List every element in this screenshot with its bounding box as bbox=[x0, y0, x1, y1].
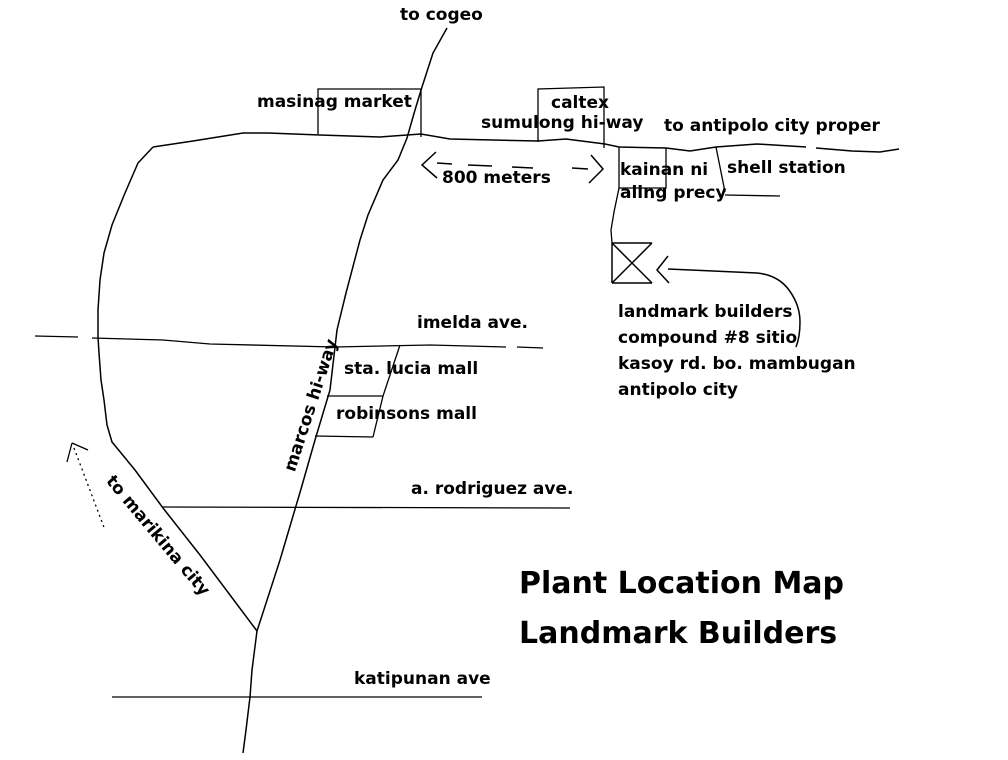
label-masinag-market: masinag market bbox=[257, 92, 412, 112]
road-sumulong-hiway-east bbox=[815, 147, 900, 153]
label-landmark-line1: landmark builders bbox=[618, 302, 793, 322]
marikina-arrow-shaft bbox=[73, 447, 106, 531]
label-imelda-ave: imelda ave. bbox=[417, 313, 528, 333]
label-kainan: kainan ni aling precy bbox=[620, 159, 727, 205]
label-distance: 800 meters bbox=[442, 168, 551, 188]
plant-site-marker bbox=[611, 242, 653, 284]
label-kainan-line2: aling precy bbox=[620, 183, 727, 203]
box-caltex bbox=[537, 86, 605, 148]
label-sta-lucia-mall: sta. lucia mall bbox=[344, 359, 479, 379]
label-to-cogeo: to cogeo bbox=[400, 5, 483, 25]
marikina-arrowhead bbox=[66, 442, 89, 463]
road-kasoy-connector bbox=[610, 187, 620, 244]
label-caltex: caltex bbox=[551, 93, 609, 113]
label-robinsons-mall: robinsons mall bbox=[336, 404, 477, 424]
label-katipunan-ave: katipunan ave bbox=[354, 669, 491, 689]
box-masinag-market bbox=[317, 88, 422, 137]
map-title-line2: Landmark Builders bbox=[519, 616, 838, 651]
map-title-line1: Plant Location Map bbox=[519, 566, 845, 601]
distance-arrow bbox=[420, 151, 605, 184]
label-sumulong-hiway: sumulong hi-way bbox=[481, 113, 644, 133]
label-shell-station: shell station bbox=[727, 158, 846, 178]
map-title: Plant Location Map Landmark Builders bbox=[519, 559, 844, 659]
plant-pointer-arrowhead bbox=[656, 255, 670, 284]
label-landmark-line2: compound #8 sitio bbox=[618, 328, 798, 348]
label-a-rodriguez-ave: a. rodriguez ave. bbox=[411, 479, 574, 499]
road-imelda-ave bbox=[34, 335, 544, 349]
plant-pointer-curve bbox=[667, 268, 801, 348]
box-shell-station bbox=[715, 146, 781, 197]
road-left-loop bbox=[97, 146, 258, 632]
label-to-antipolo: to antipolo city proper bbox=[664, 116, 880, 136]
label-landmark-address: landmark builders compound #8 sitio kaso… bbox=[618, 299, 856, 403]
box-kainan bbox=[618, 147, 667, 189]
label-kainan-line1: kainan ni bbox=[620, 160, 709, 180]
road-a-rodriguez bbox=[161, 506, 571, 509]
label-landmark-line4: antipolo city bbox=[618, 380, 738, 400]
box-malls bbox=[314, 344, 401, 438]
label-landmark-line3: kasoy rd. bo. mambugan bbox=[618, 354, 856, 374]
road-marcos-hiway bbox=[242, 27, 448, 754]
